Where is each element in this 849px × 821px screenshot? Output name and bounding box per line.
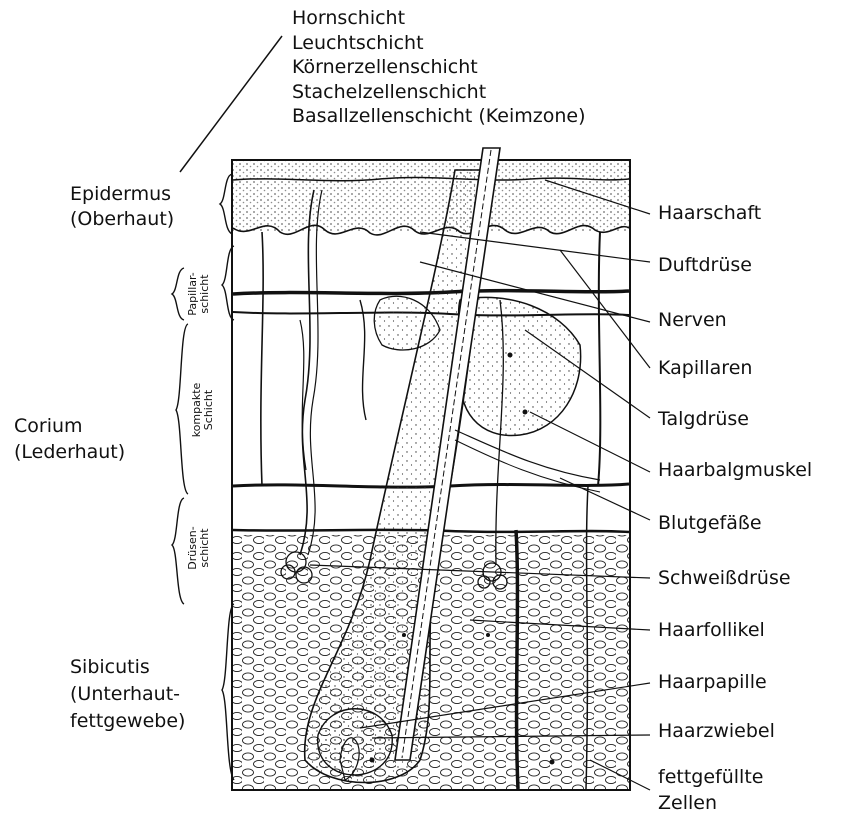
epidermis-band (233, 161, 629, 231)
label-zellen: Zellen (658, 792, 717, 815)
label-schweissdruese: Schweißdrüse (658, 567, 791, 590)
label-lederhaut: (Lederhaut) (14, 441, 125, 464)
label-kompakte-schicht: kompakte Schicht (191, 383, 215, 438)
label-epidermis: Epidermus (70, 183, 171, 206)
label-druesenschicht: Drüsen- schicht (187, 526, 211, 569)
label-corium: Corium (14, 415, 83, 438)
left-braces (172, 174, 234, 780)
label-papillarschicht: Papillar- schicht (187, 272, 211, 316)
top-label-stack: Hornschicht Leuchtschicht Körnerzellensc… (292, 6, 586, 129)
top-pointer-line (180, 36, 282, 172)
label-basalzellenschicht: Basallzellenschicht (Keimzone) (292, 104, 586, 129)
label-sibicutis: Sibicutis (70, 656, 150, 679)
label-nerven: Nerven (658, 309, 727, 332)
label-talgdruese: Talgdrüse (658, 408, 749, 431)
label-hornschicht: Hornschicht (292, 6, 586, 31)
label-fettgewebe: fettgewebe) (70, 710, 185, 733)
label-haarzwiebel: Haarzwiebel (658, 720, 775, 743)
label-oberhaut: (Oberhaut) (70, 208, 174, 231)
hair-bulb (318, 709, 393, 775)
label-unterhaut: (Unterhaut- (70, 683, 180, 706)
label-koernerzellenschicht: Körnerzellenschicht (292, 55, 586, 80)
label-fettgefuellte: fettgefüllte (658, 766, 763, 789)
label-leuchtschicht: Leuchtschicht (292, 31, 586, 56)
label-haarfollikel: Haarfollikel (658, 619, 765, 642)
label-stachelzellenschicht: Stachelzellenschicht (292, 80, 586, 105)
label-haarschaft: Haarschaft (658, 202, 761, 225)
label-duftdruese: Duftdrüse (658, 254, 752, 277)
label-haarpapille: Haarpapille (658, 671, 767, 694)
label-haarbalgmuskel: Haarbalgmuskel (658, 459, 812, 482)
label-blutgefaesse: Blutgefäße (658, 512, 762, 535)
label-kapillaren: Kapillaren (658, 357, 752, 380)
